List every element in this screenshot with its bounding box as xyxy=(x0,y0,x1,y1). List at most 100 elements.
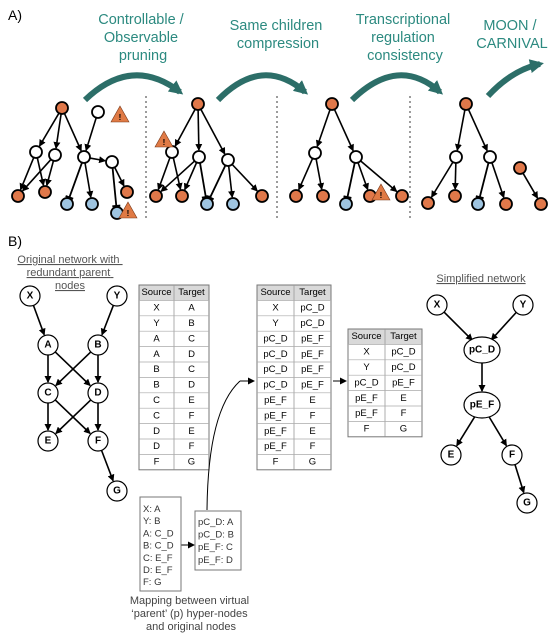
table-virtual-cell: F xyxy=(310,441,316,452)
step-label-line: CARNIVAL xyxy=(476,36,547,52)
mini-node xyxy=(513,161,527,175)
step-arrow-2 xyxy=(215,72,309,103)
mapping-box-2 xyxy=(194,510,242,571)
original-node-label: Y xyxy=(114,291,121,302)
mapping-entry: C: E_F xyxy=(143,553,173,564)
mini-edge xyxy=(172,157,183,191)
simplified-edge xyxy=(514,464,526,494)
original-node xyxy=(37,334,59,356)
mapping-entry: D: E_F xyxy=(143,565,173,576)
table-original-cell: A xyxy=(153,333,160,344)
step-arrow-1 xyxy=(82,72,184,103)
table-virtual-cell: pE_F xyxy=(264,395,287,406)
mini-node xyxy=(395,189,409,203)
mapping-entry: pE_F: D xyxy=(198,555,233,566)
original-edge xyxy=(100,305,115,336)
original-node xyxy=(87,382,109,404)
original-node xyxy=(37,430,59,452)
mini-node xyxy=(191,97,205,111)
table-simplified-cell: Y xyxy=(363,362,370,373)
table-virtual-cell: pE_F xyxy=(301,349,324,360)
mini-node xyxy=(339,197,353,211)
table-simplified-cell: G xyxy=(400,424,407,435)
mini-node xyxy=(308,146,322,160)
mini-node xyxy=(165,145,179,159)
mapping-entry: A: C_D xyxy=(143,528,174,539)
original-node-label: G xyxy=(113,486,121,497)
original-edge xyxy=(55,351,92,387)
table-original-cell: Y xyxy=(153,318,160,329)
mini-node xyxy=(105,155,119,169)
table-original-cell: E xyxy=(188,426,194,437)
step-label-consistency: Transcriptional regulation consistency xyxy=(356,12,455,64)
original-node-label: X xyxy=(27,291,34,302)
mini-edge xyxy=(22,158,52,192)
mini-edge-bar xyxy=(343,195,352,199)
mapping-entry: pC_D: A xyxy=(198,517,234,528)
simplified-node-label: E xyxy=(448,450,455,461)
original-network-title: Original network with redundant parent n… xyxy=(17,254,122,292)
original-node xyxy=(106,480,128,502)
mini-edge xyxy=(231,163,258,192)
mini-node xyxy=(483,150,497,164)
table-virtual-cell: F xyxy=(273,457,279,468)
table-virtual-cell: pE_F xyxy=(264,441,287,452)
mini-edge xyxy=(333,109,354,152)
simplified-node xyxy=(463,391,501,419)
step-label-line: Same children xyxy=(230,18,323,34)
mini-edge xyxy=(84,162,94,199)
table-virtual-cell: pC_D xyxy=(263,364,287,375)
table-original-cell: B xyxy=(153,364,159,375)
mini-edge xyxy=(522,172,539,199)
original-node xyxy=(37,382,59,404)
mini-edge xyxy=(491,162,506,199)
panel-b-label: B) xyxy=(8,233,22,249)
mini-node xyxy=(149,189,163,203)
mini-edge xyxy=(160,160,196,192)
simplified-edge xyxy=(488,415,508,447)
mini-edge xyxy=(209,165,227,199)
table-original-cell: D xyxy=(188,349,195,360)
step-label-line: compression xyxy=(237,36,319,52)
table-virtual-cell: pC_D xyxy=(300,318,324,329)
original-node xyxy=(87,430,109,452)
table-virtual-cell: Y xyxy=(272,318,279,329)
original-node xyxy=(87,334,109,356)
step-label-line: pruning xyxy=(119,48,167,64)
mini-edge xyxy=(113,167,125,187)
table-virtual-cell: pE_F xyxy=(264,410,287,421)
table-virtual-cell: pC_D xyxy=(263,349,287,360)
table-simplified-cell: E xyxy=(400,393,406,404)
mini-node xyxy=(192,150,206,164)
mini-node xyxy=(449,150,463,164)
simplified-node xyxy=(501,444,523,466)
mapping-entry: F: G xyxy=(143,577,161,588)
mini-node xyxy=(421,196,435,210)
panel-a-label: A) xyxy=(8,7,22,23)
simplified-node-label: X xyxy=(434,300,441,311)
simplified-node-label: pE_F xyxy=(470,400,494,411)
mini-edge xyxy=(38,112,60,147)
mini-node xyxy=(325,97,339,111)
warning-icon xyxy=(118,201,138,219)
mini-edge xyxy=(227,165,236,199)
table-simplified-cell: X xyxy=(363,347,370,358)
mini-edge xyxy=(315,158,325,191)
mini-node xyxy=(499,197,513,211)
table-original-cell: G xyxy=(188,457,195,468)
mapping-entry: B: C_D xyxy=(143,541,174,552)
mini-edge xyxy=(53,113,62,150)
connector-arrow-mapping xyxy=(206,380,241,511)
mapping-entry: pC_D: B xyxy=(198,530,234,541)
table-virtual-header-cell: Target xyxy=(299,287,326,298)
step-label-line: Observable xyxy=(104,30,178,46)
simplified-node-label: pC_D xyxy=(469,345,495,356)
step-label-line: Transcriptional xyxy=(356,12,451,28)
mini-edge-bar xyxy=(475,195,484,200)
warning-glyph: ! xyxy=(127,209,130,218)
table-original-cell: X xyxy=(153,303,160,314)
mapping-entry: pE_F: C xyxy=(198,542,233,553)
mini-edge xyxy=(89,156,107,164)
mini-node xyxy=(226,197,240,211)
